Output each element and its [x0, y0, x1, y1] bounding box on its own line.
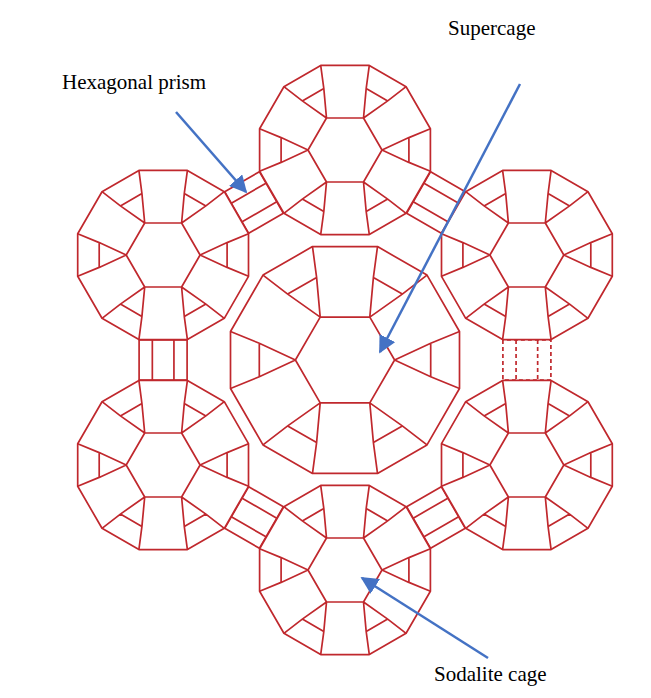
framework-edge: [260, 65, 431, 234]
framework-edge: [126, 223, 200, 287]
framework-edge: [260, 485, 431, 654]
framework-edge: [152, 340, 174, 380]
framework-edge: [78, 380, 249, 549]
framework-edge: [490, 223, 564, 287]
framework-edge: [490, 433, 564, 497]
framework-edge: [78, 380, 249, 549]
cage-drawing: [78, 65, 613, 654]
prism-label: Hexagonal prism: [62, 70, 206, 94]
sodalite-label: Sodalite cage: [434, 662, 547, 686]
framework-edge: [295, 317, 394, 403]
framework-edge: [139, 340, 187, 380]
framework-edge: [231, 247, 460, 474]
framework-edge: [442, 170, 613, 339]
leader-arrow: [176, 112, 246, 192]
framework-edge: [308, 538, 382, 602]
framework-edge: [442, 170, 613, 339]
framework-edge: [231, 247, 460, 474]
supercage-label: Supercage: [448, 16, 535, 40]
leader-arrow: [380, 84, 520, 352]
leader-arrow: [362, 578, 488, 658]
framework-edge: [442, 380, 613, 549]
framework-edge: [78, 170, 249, 339]
framework-edge: [503, 340, 551, 380]
framework-edge: [126, 433, 200, 497]
framework-edge: [442, 380, 613, 549]
framework-edge: [516, 340, 538, 380]
framework-edge: [260, 485, 431, 654]
framework-edge: [78, 170, 249, 339]
leader-arrows: [176, 84, 520, 658]
framework-edge: [308, 118, 382, 182]
framework-edge: [260, 65, 431, 234]
